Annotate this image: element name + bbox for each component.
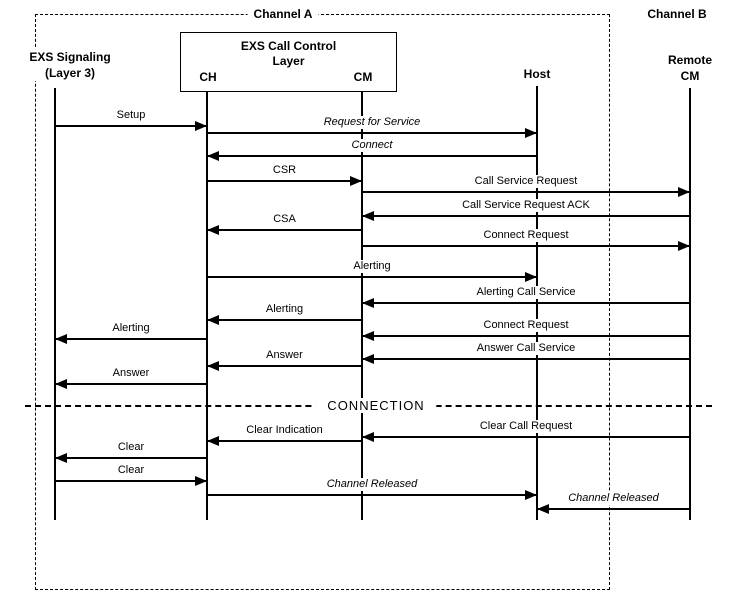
message-line-clear-indication (207, 440, 362, 442)
exs-call-control-box: EXS Call Control Layer CH CM (180, 32, 397, 92)
message-line-answer-call-service (362, 358, 690, 360)
message-line-answer-to-ch (207, 365, 362, 367)
arrowhead-connect (207, 151, 219, 161)
lifeline-remote-cm (689, 88, 691, 520)
lifeline-ch (206, 90, 208, 520)
control-box-title-line2: Layer (272, 54, 305, 68)
message-label-answer-to-exs: Answer (109, 367, 153, 380)
channel-a-label: Channel A (247, 6, 319, 22)
arrowhead-answer-call-service (362, 354, 374, 364)
actor-exs-signaling: EXS Signaling (Layer 3) (25, 49, 115, 81)
exs-signaling-label-line2: (Layer 3) (44, 66, 96, 80)
actor-cm-label: CM (353, 70, 373, 84)
exs-signaling-label-line1: EXS Signaling (29, 50, 111, 64)
actor-remote-cm: Remote CM (668, 52, 712, 84)
arrowhead-setup (195, 121, 207, 131)
message-label-connect-request-to-remote: Connect Request (480, 229, 572, 242)
message-line-setup (55, 125, 207, 127)
arrowhead-answer-to-ch (207, 361, 219, 371)
arrowhead-alerting-to-ch (207, 315, 219, 325)
message-label-alerting-call-service: Alerting Call Service (473, 286, 579, 299)
message-line-answer-to-exs (55, 383, 207, 385)
message-label-answer-to-ch: Answer (263, 349, 306, 362)
lifeline-exs-signaling (54, 88, 56, 520)
arrowhead-request-for-service (525, 128, 537, 138)
message-label-clear-to-ch: Clear (114, 464, 148, 477)
message-line-connect-request-from-remote (362, 335, 690, 337)
message-label-csa: CSA (270, 213, 299, 226)
control-box-title-line1: EXS Call Control (240, 39, 337, 53)
channel-b-label: Channel B (647, 7, 707, 21)
message-line-alerting-to-ch (207, 319, 362, 321)
arrowhead-channel-released-to-host (525, 490, 537, 500)
arrowhead-csa (207, 225, 219, 235)
message-label-alerting-to-ch: Alerting (262, 303, 307, 316)
arrowhead-clear-to-exs (55, 453, 67, 463)
arrowhead-clear-call-request (362, 432, 374, 442)
message-line-call-service-request (362, 191, 690, 193)
arrowhead-channel-released-from-remote (537, 504, 549, 514)
arrowhead-call-service-request (678, 187, 690, 197)
actor-host-label: Host (523, 67, 551, 81)
message-label-setup: Setup (113, 109, 149, 122)
arrowhead-csr (350, 176, 362, 186)
arrowhead-answer-to-exs (55, 379, 67, 389)
message-line-call-service-request-ack (362, 215, 690, 217)
arrowhead-alerting-call-service (362, 298, 374, 308)
message-label-call-service-request: Call Service Request (471, 175, 581, 188)
arrowhead-connect-request-from-remote (362, 331, 374, 341)
message-label-call-service-request-ack: Call Service Request ACK (459, 199, 593, 212)
message-line-alerting-to-host (207, 276, 537, 278)
message-line-clear-to-ch (55, 480, 207, 482)
message-line-channel-released-from-remote (537, 508, 690, 510)
message-label-request-for-service: Request for Service (320, 116, 424, 129)
message-label-clear-indication: Clear Indication (243, 424, 326, 437)
connection-label: CONNECTION (315, 398, 437, 413)
message-label-connect-request-from-remote: Connect Request (480, 319, 572, 332)
message-line-alerting-to-exs (55, 338, 207, 340)
arrowhead-clear-indication (207, 436, 219, 446)
message-line-clear-to-exs (55, 457, 207, 459)
arrowhead-clear-to-ch (195, 476, 207, 486)
message-label-csr: CSR (269, 164, 300, 177)
message-label-clear-to-exs: Clear (114, 441, 148, 454)
message-line-channel-released-to-host (207, 494, 537, 496)
message-line-connect-request-to-remote (362, 245, 690, 247)
message-label-channel-released-to-host: Channel Released (323, 478, 421, 491)
remote-cm-label-line1: Remote (667, 53, 713, 67)
message-line-alerting-call-service (362, 302, 690, 304)
message-label-channel-released-from-remote: Channel Released (565, 492, 662, 505)
message-label-clear-call-request: Clear Call Request (476, 420, 576, 433)
message-line-clear-call-request (362, 436, 690, 438)
message-label-connect: Connect (348, 139, 396, 152)
arrowhead-alerting-to-exs (55, 334, 67, 344)
message-line-csr (207, 180, 362, 182)
remote-cm-label-line2: CM (680, 69, 700, 83)
message-label-alerting-to-exs: Alerting (109, 322, 153, 335)
arrowhead-call-service-request-ack (362, 211, 374, 221)
message-line-csa (207, 229, 362, 231)
message-line-request-for-service (207, 132, 537, 134)
message-line-connect (207, 155, 537, 157)
actor-ch-label: CH (199, 70, 217, 84)
arrowhead-connect-request-to-remote (678, 241, 690, 251)
message-label-answer-call-service: Answer Call Service (473, 342, 579, 355)
message-label-alerting-to-host: Alerting (350, 260, 394, 273)
arrowhead-alerting-to-host (525, 272, 537, 282)
